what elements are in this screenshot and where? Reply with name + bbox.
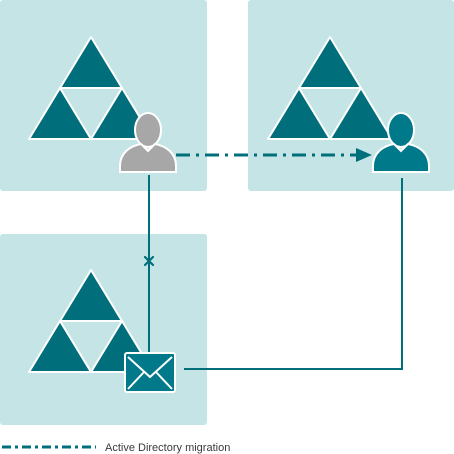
user-icon bbox=[372, 112, 430, 173]
legend: Active Directory migration bbox=[2, 442, 230, 454]
triforce-icon bbox=[267, 36, 393, 140]
legend-label: Active Directory migration bbox=[105, 442, 230, 454]
mail-domain-panel bbox=[0, 234, 207, 425]
migration-arrow-head bbox=[356, 148, 372, 162]
connectors bbox=[148, 153, 403, 370]
x-mark-icon bbox=[143, 255, 155, 267]
triforce-icon bbox=[28, 36, 154, 140]
envelope-icon bbox=[124, 352, 176, 393]
target-user-to-mailbox-link bbox=[184, 178, 403, 370]
user-icon bbox=[119, 112, 177, 173]
